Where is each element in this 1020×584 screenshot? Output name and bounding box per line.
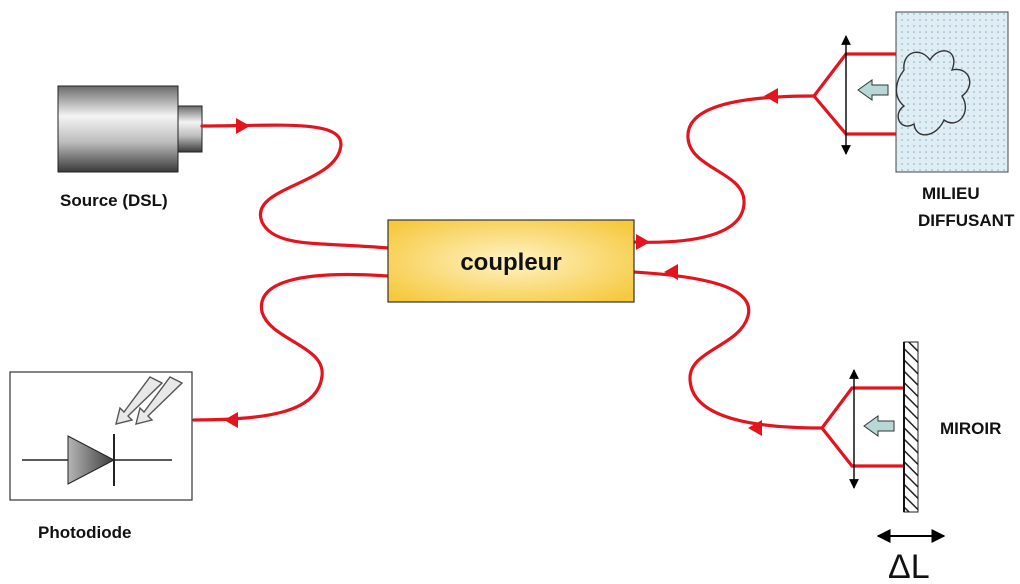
fiber-mirror [632,270,824,430]
scatterer-blob [895,50,971,136]
scan-arrow-mirror [863,415,895,437]
arrow-coupler-in-bottom [664,264,678,280]
arrow-source-out [236,118,250,134]
light-arrows-icon [115,376,184,425]
medium-label-line1: MILIEU [922,184,980,203]
photodiode-icon [9,371,193,501]
fiber-source [200,123,390,250]
mirror-icon [849,341,919,513]
delta-label: ΔL [888,548,930,584]
scattering-medium-icon [841,11,1009,173]
fiber-photodiode [192,272,390,422]
mirror-label: MIROIR [940,419,1001,438]
fiber-paths [192,52,906,468]
arrow-photodiode-in [224,412,238,428]
medium-label-line2: DIFFUSANT [918,211,1015,230]
source-label: Source (DSL) [60,191,168,210]
fiber-medium [632,94,816,244]
arrow-coupler-out-top [636,234,650,250]
scan-arrow-medium [857,79,889,101]
coupler-box [387,219,635,303]
fiber-arrows [224,88,778,436]
arrow-mirror-return [748,420,762,436]
photodiode-label: Photodiode [38,523,131,542]
laser-source-icon [57,85,203,173]
coupler-label: coupleur [460,249,561,276]
arrow-medium-return [764,88,778,104]
